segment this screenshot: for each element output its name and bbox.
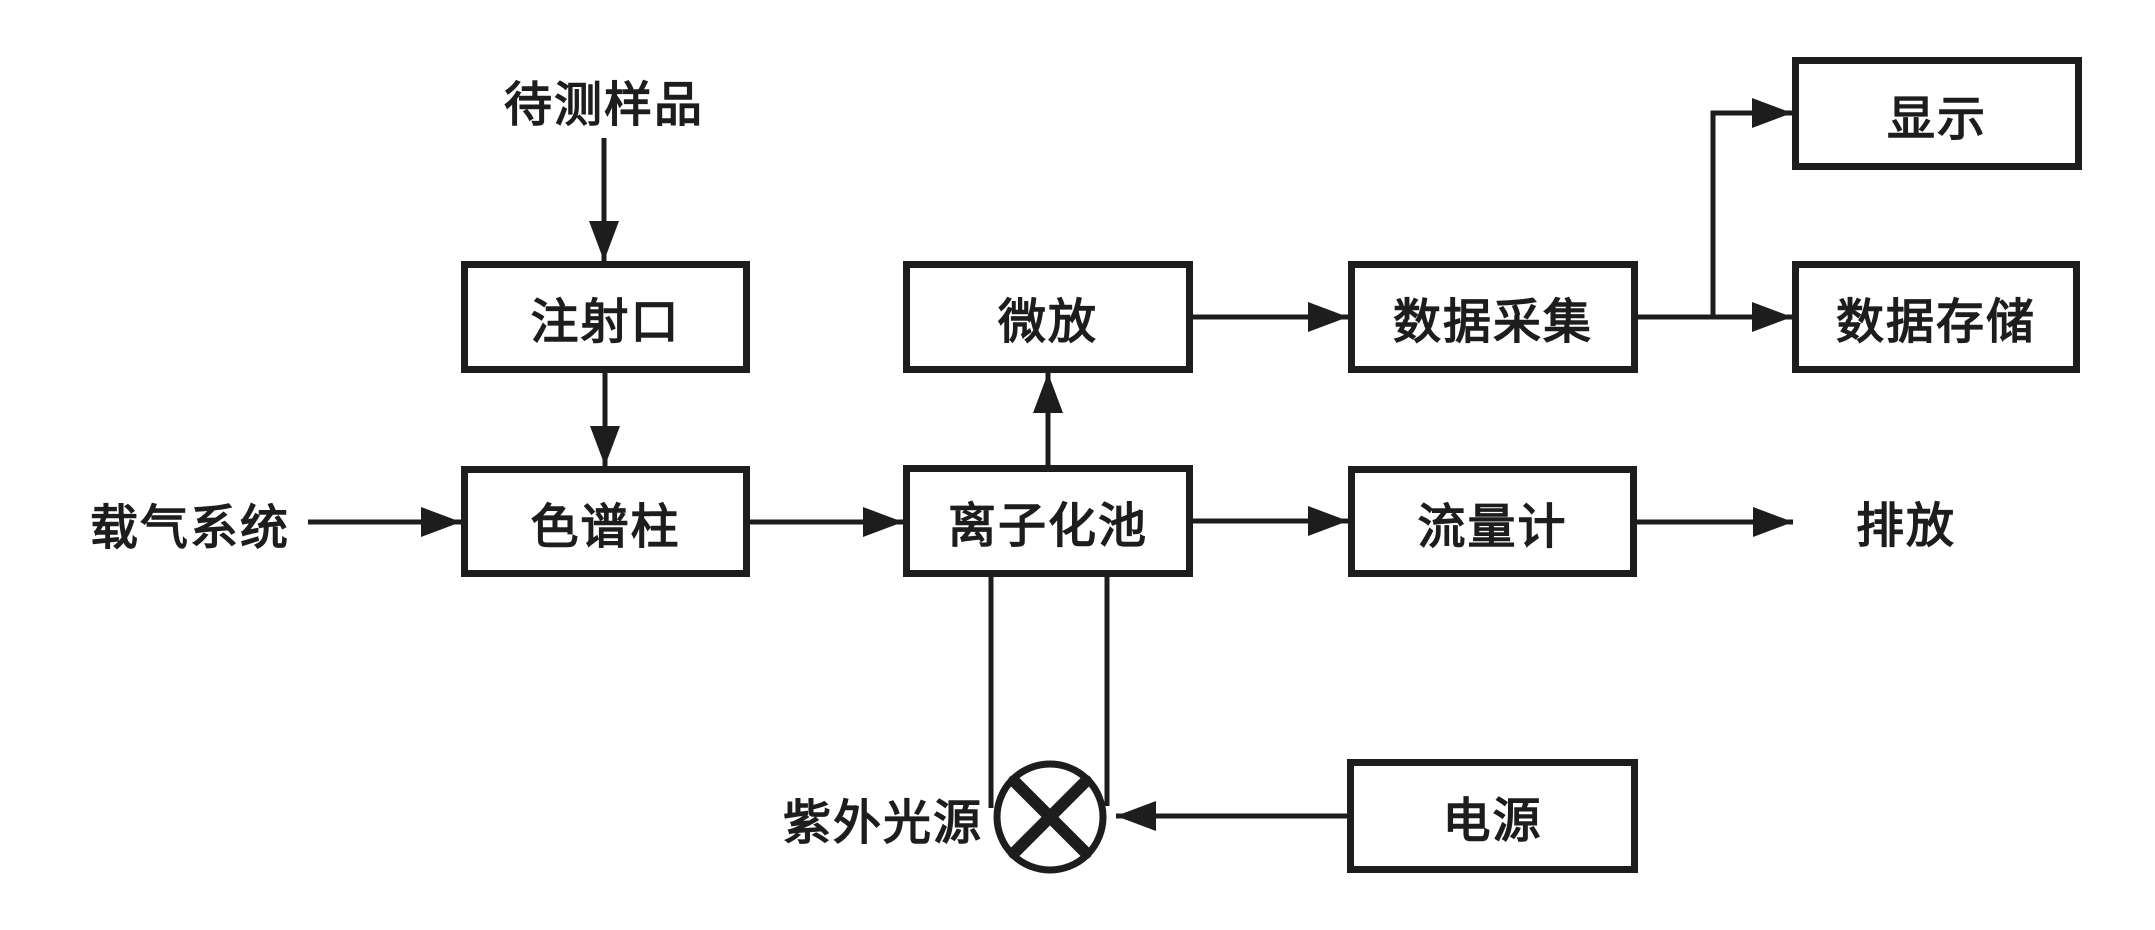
node-data-acquisition-label: 数据采集 [1392,296,1593,349]
node-ionization-cell-label: 离子化池 [947,500,1148,553]
node-ionization-cell: 离子化池 [903,465,1193,577]
arrow-data-acquisition-to-display [1638,98,1792,320]
label-carrier-gas-system: 载气系统 [89,502,291,555]
label-exhaust: 排放 [1855,500,1957,553]
label-uv-light-source: 紫外光源 [782,797,984,850]
node-power-supply: 电源 [1347,759,1638,873]
node-data-storage: 数据存储 [1792,261,2080,373]
node-micro-amplifier: 微放 [903,261,1193,373]
node-flow-meter-label: 流量计 [1417,500,1568,554]
node-data-acquisition: 数据采集 [1348,261,1638,373]
node-data-storage-label: 数据存储 [1835,296,2036,349]
node-injection-port-label: 注射口 [530,296,681,349]
node-display: 显示 [1792,57,2082,170]
node-micro-amplifier-label: 微放 [997,296,1098,349]
label-sample: 待测样品 [503,79,705,132]
node-display-label: 显示 [1886,92,1987,146]
node-column-label: 色谱柱 [530,500,681,554]
node-power-supply-label: 电源 [1442,795,1543,848]
uv-lamp-x-stroke-2 [1008,775,1092,859]
uv-lamp-icon [993,760,1107,874]
node-injection-port: 注射口 [461,261,750,373]
node-flow-meter: 流量计 [1348,466,1637,577]
node-column: 色谱柱 [461,466,750,577]
